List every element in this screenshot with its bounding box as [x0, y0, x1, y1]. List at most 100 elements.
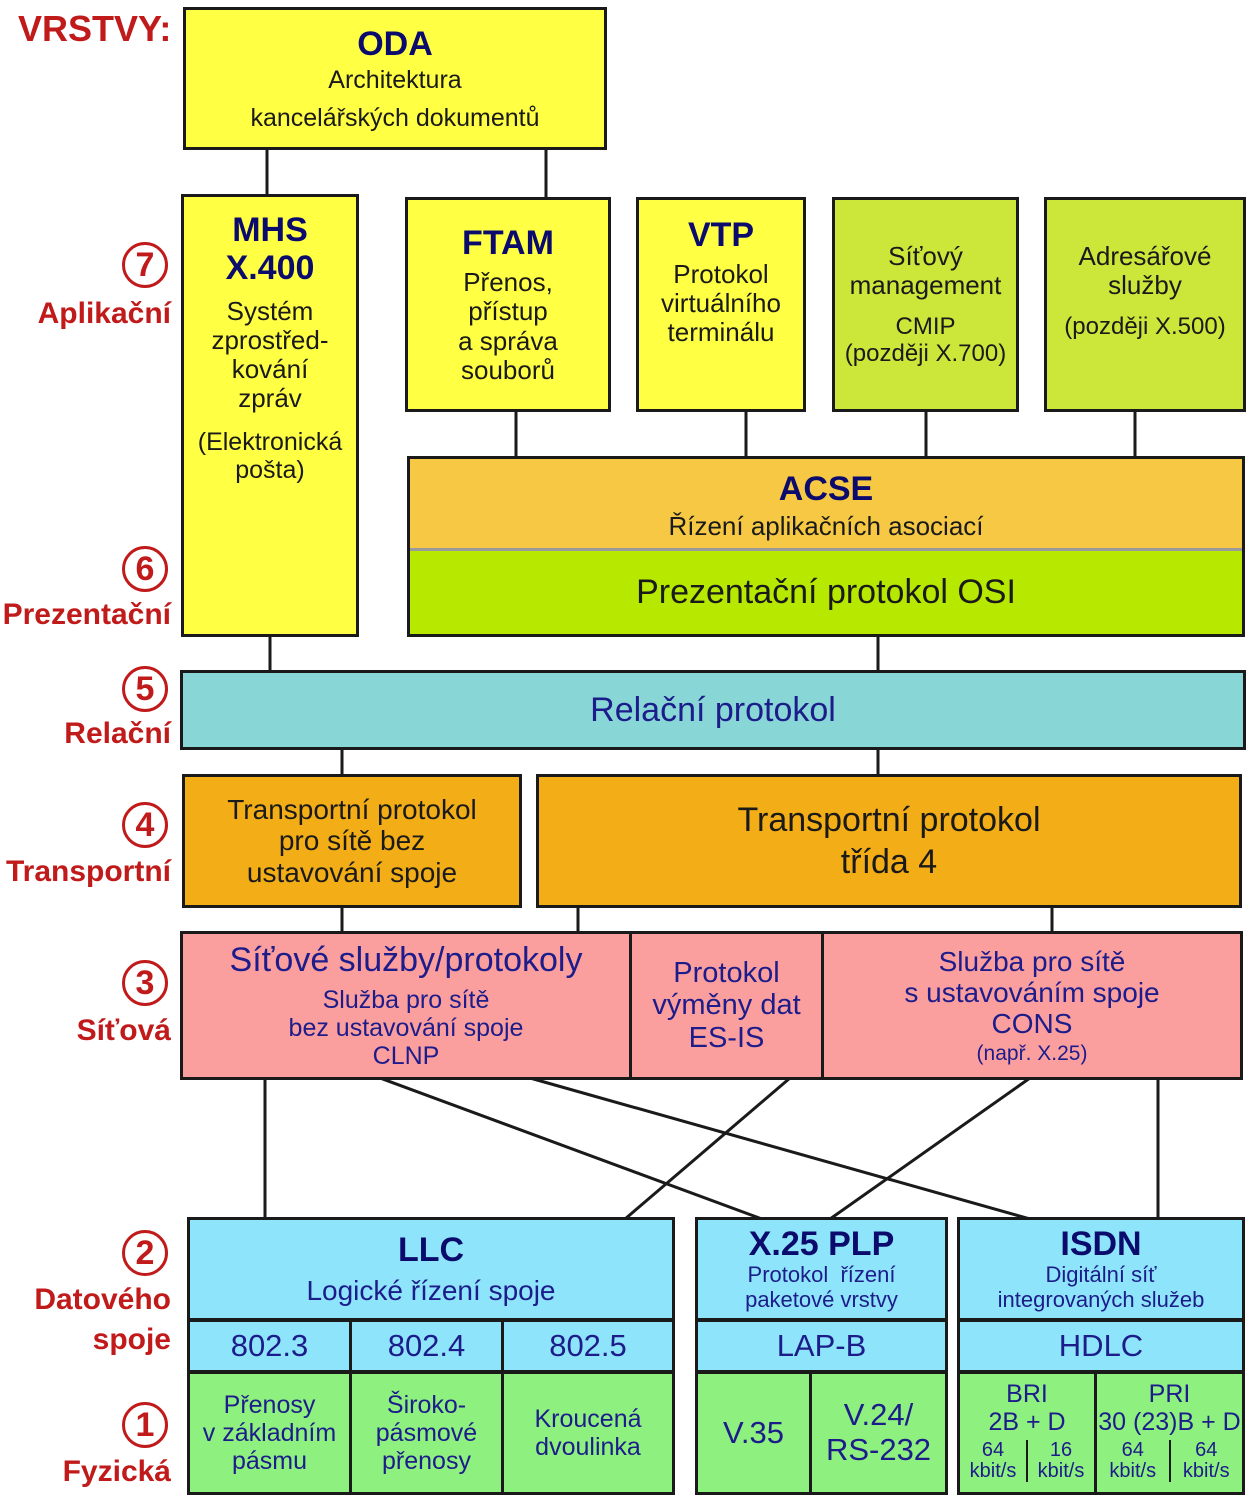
x25-title: X.25 PLP — [748, 1225, 895, 1264]
acse-box: ACSE Řízení aplikačních asociací — [407, 456, 1245, 552]
oda-title: ODA — [357, 25, 433, 64]
baseband-line-3: pásmu — [231, 1447, 308, 1475]
presentation-label: Prezentační protokol OSI — [636, 573, 1016, 612]
directory-line-1: Adresářové — [1078, 241, 1212, 271]
broadband-line-2: pásmové — [375, 1419, 478, 1447]
mac-8024-label: 802.4 — [387, 1327, 466, 1363]
pri-rates: 64 kbit/s 64 kbit/s — [1097, 1440, 1242, 1482]
twisted-pair-box: Kroucená dvoulinka — [501, 1371, 675, 1495]
llc-box: LLC Logické řízení spoje — [187, 1217, 675, 1321]
bri-rate-b-unit: kbit/s — [969, 1460, 1017, 1482]
directory-line-3: (později X.500) — [1064, 313, 1226, 341]
mhs-line-4: zpráv — [238, 383, 302, 414]
esis-box: Protokol výměny dat ES-IS — [629, 931, 824, 1080]
mhs-box: MHS X.400 Systém zprostřed- kování zpráv… — [181, 194, 359, 637]
isdn-line-2: integrovaných služeb — [997, 1287, 1205, 1313]
bri-title: BRI — [1006, 1380, 1048, 1408]
layer-7-name: Aplikační — [37, 297, 171, 330]
bri-rate-d: 16 kbit/s — [1028, 1440, 1094, 1482]
twisted-pair-line-2: dvoulinka — [535, 1433, 641, 1461]
x25-plp-box: X.25 PLP Protokol řízení paketové vrstvy — [695, 1217, 948, 1321]
pri-rate-b: 64 kbit/s — [1097, 1440, 1171, 1482]
cons-line-2: s ustavováním spoje — [904, 977, 1160, 1009]
session-label: Relační protokol — [590, 690, 836, 729]
acse-subtitle: Řízení aplikačních asociací — [668, 510, 984, 541]
layer-2-number: 2 — [122, 1230, 168, 1276]
bri-rates: 64 kbit/s 16 kbit/s — [960, 1440, 1094, 1482]
tcl-line-1: Transportní protokol — [227, 793, 477, 825]
baseband-line-1: Přenosy — [223, 1391, 316, 1419]
bri-channels: 2B + D — [988, 1408, 1066, 1436]
mac-8025-box: 802.5 — [501, 1319, 675, 1373]
broadband-box: Široko- pásmové přenosy — [349, 1371, 504, 1495]
broadband-line-3: přenosy — [382, 1447, 471, 1475]
layer-7-number: 7 — [122, 242, 168, 288]
bri-rate-b: 64 kbit/s — [960, 1440, 1028, 1482]
acse-presentation-divider — [410, 548, 1242, 552]
cons-line-4: (např. X.25) — [976, 1041, 1088, 1065]
vtp-line-2: virtuálního — [661, 288, 781, 319]
layer-4-number: 4 — [122, 802, 168, 848]
mhs-line-2: zprostřed- — [211, 325, 329, 356]
v35-box: V.35 — [695, 1371, 812, 1495]
layer-6-number: 6 — [122, 546, 168, 592]
lapb-label: LAP-B — [776, 1327, 867, 1363]
pri-channels: 30 (23)B + D — [1098, 1408, 1241, 1436]
layer-6-name: Prezentační — [2, 598, 171, 631]
layer-2-name: Datového — [34, 1283, 171, 1316]
x25-line-1: Protokol řízení — [747, 1262, 896, 1288]
oda-box: ODA Architektura kancelářských dokumentů — [183, 7, 607, 150]
oda-line-1: Architektura — [328, 65, 462, 94]
isdn-line-1: Digitální síť — [1045, 1262, 1157, 1288]
mac-8025-label: 802.5 — [549, 1327, 627, 1363]
netmgmt-line-4: (později X.700) — [844, 339, 1007, 367]
v24-box: V.24/ RS-232 — [809, 1371, 948, 1495]
v24-line-1: V.24/ — [843, 1397, 914, 1433]
tcl-line-2: pro sítě bez — [278, 825, 426, 857]
esis-line-2: výměny dat — [652, 989, 801, 1022]
layer-1-name: Fyzická — [62, 1455, 171, 1488]
session-box: Relační protokol — [180, 670, 1246, 750]
llc-subtitle: Logické řízení spoje — [306, 1275, 556, 1307]
layer-2-name-2: spoje — [92, 1323, 171, 1356]
netmgmt-line-1: Síťový — [888, 240, 963, 271]
ftam-line-2: přístup — [468, 296, 548, 327]
bri-rate-b-value: 64 — [981, 1439, 1005, 1461]
bri-rate-d-unit: kbit/s — [1037, 1460, 1085, 1482]
netmgmt-line-2: management — [849, 269, 1002, 300]
ftam-line-3: a správa — [458, 325, 558, 356]
mac-8024-box: 802.4 — [349, 1319, 504, 1373]
line-cons-llc — [624, 1076, 791, 1221]
isdn-title: ISDN — [1060, 1225, 1142, 1264]
lapb-box: LAP-B — [695, 1319, 948, 1373]
ftam-line-4: souborů — [461, 354, 555, 385]
ftam-line-1: Přenos, — [463, 267, 553, 298]
mhs-title-2: X.400 — [225, 249, 315, 288]
mhs-note-2: pošta) — [235, 455, 305, 484]
network-clnp-box: Síťové služby/protokoly Služba pro sítě … — [180, 931, 632, 1080]
cons-line-1: Služba pro sítě — [938, 945, 1126, 977]
esis-line-1: Protokol — [673, 956, 780, 989]
hdlc-label: HDLC — [1058, 1327, 1144, 1363]
twisted-pair-line-1: Kroucená — [534, 1405, 642, 1433]
presentation-box: Prezentační protokol OSI — [407, 551, 1245, 637]
bri-rate-d-value: 16 — [1049, 1439, 1073, 1461]
pri-rate-d-unit: kbit/s — [1182, 1460, 1230, 1482]
layer-5-name: Relační — [64, 717, 171, 750]
layer-4-name: Transportní — [5, 855, 171, 888]
cons-line-3: CONS — [991, 1008, 1073, 1040]
pri-rate-d-value: 64 — [1195, 1439, 1218, 1461]
layer-1-number: 1 — [122, 1402, 168, 1448]
mhs-note-1: (Elektronická — [197, 427, 343, 456]
broadband-line-1: Široko- — [386, 1391, 467, 1419]
network-line-1: Služba pro sítě — [322, 985, 490, 1014]
network-management-box: Síťový management CMIP (později X.700) — [832, 197, 1019, 412]
v35-label: V.35 — [723, 1414, 784, 1450]
cons-box: Služba pro sítě s ustavováním spoje CONS… — [821, 931, 1243, 1080]
isdn-box: ISDN Digitální síť integrovaných služeb — [957, 1217, 1245, 1321]
network-title: Síťové služby/protokoly — [229, 941, 583, 980]
line-cons-x25 — [829, 1076, 1031, 1221]
llc-title: LLC — [397, 1231, 465, 1270]
vtp-line-3: terminálu — [667, 317, 775, 348]
v24-line-2: RS-232 — [825, 1432, 932, 1467]
